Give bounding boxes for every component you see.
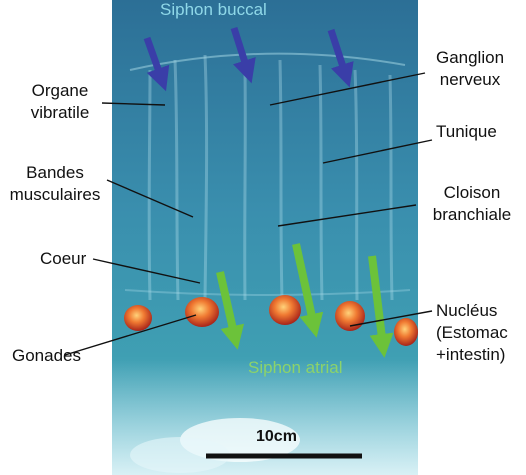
organe-vibratile-label: Organe vibratile <box>30 81 90 122</box>
gonads <box>124 295 418 346</box>
scale-bar-label: 10cm <box>256 428 297 445</box>
tunique-label: Tunique <box>436 122 497 141</box>
nucleus-label: Nucléus (Estomac +intestin) <box>436 301 508 364</box>
cloison-branchiale-label: Cloison branchiale <box>432 183 512 224</box>
coeur-label: Coeur <box>40 249 87 268</box>
buccal-arrows <box>143 26 354 92</box>
ganglion-nerveux-label: Ganglion nerveux <box>435 48 505 89</box>
branchial-folds <box>147 54 394 301</box>
atrial-arrows <box>216 243 394 358</box>
bandes-musculaires-label: Bandes musculaires <box>9 163 101 204</box>
siphon-atrial-title: Siphon atrial <box>248 358 343 377</box>
leader-lines <box>64 72 433 356</box>
siphon-buccal-title: Siphon buccal <box>160 0 267 19</box>
gonades-label: Gonades <box>12 346 81 365</box>
